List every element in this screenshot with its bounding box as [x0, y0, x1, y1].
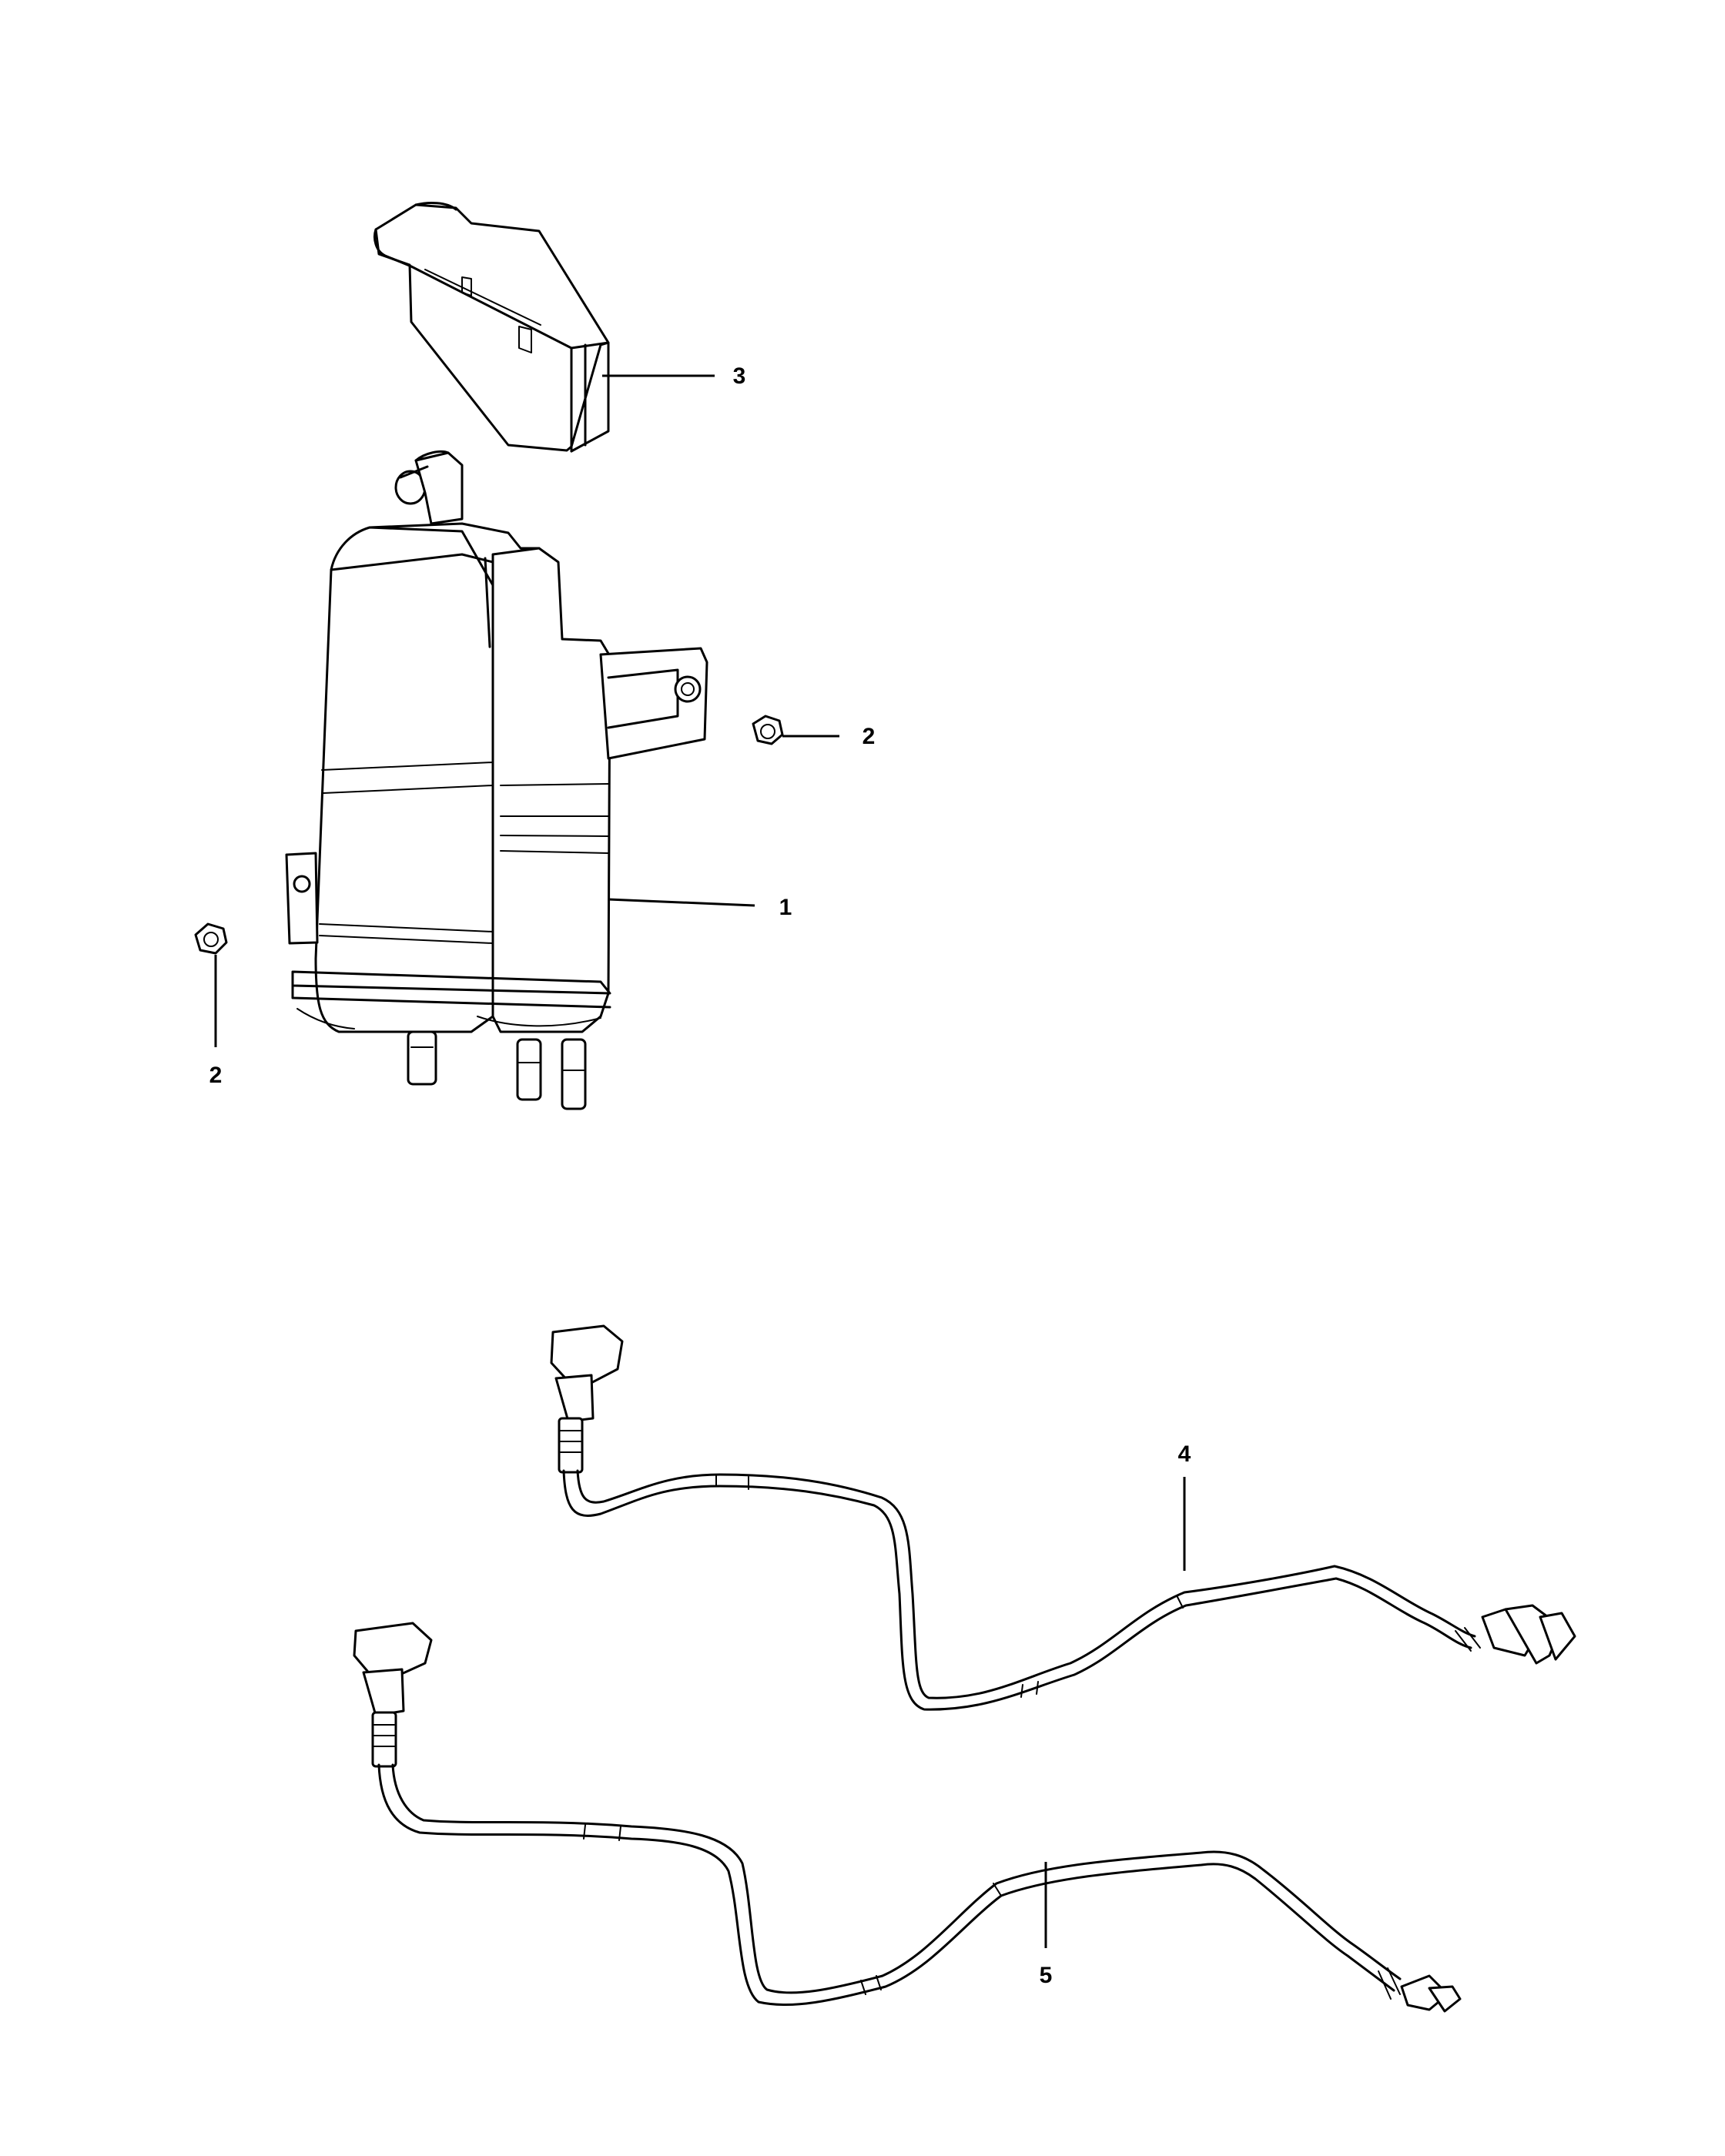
part-2-nut-upper [752, 715, 784, 745]
callout-2-lower: 2 [209, 1063, 223, 1088]
callout-1: 1 [779, 895, 792, 920]
callout-2-upper: 2 [862, 724, 876, 749]
callout-5: 5 [1040, 1963, 1053, 1988]
part-2-nut-lower [194, 922, 228, 955]
part-5-vapor-hose [353, 1622, 1462, 2013]
part-3-shield [373, 202, 610, 453]
part-1-vapor-canister [285, 450, 708, 1110]
callout-3: 3 [733, 363, 746, 389]
part-4-vapor-hose [550, 1324, 1576, 1711]
leader-1 [608, 898, 755, 907]
callout-4: 4 [1178, 1441, 1191, 1467]
